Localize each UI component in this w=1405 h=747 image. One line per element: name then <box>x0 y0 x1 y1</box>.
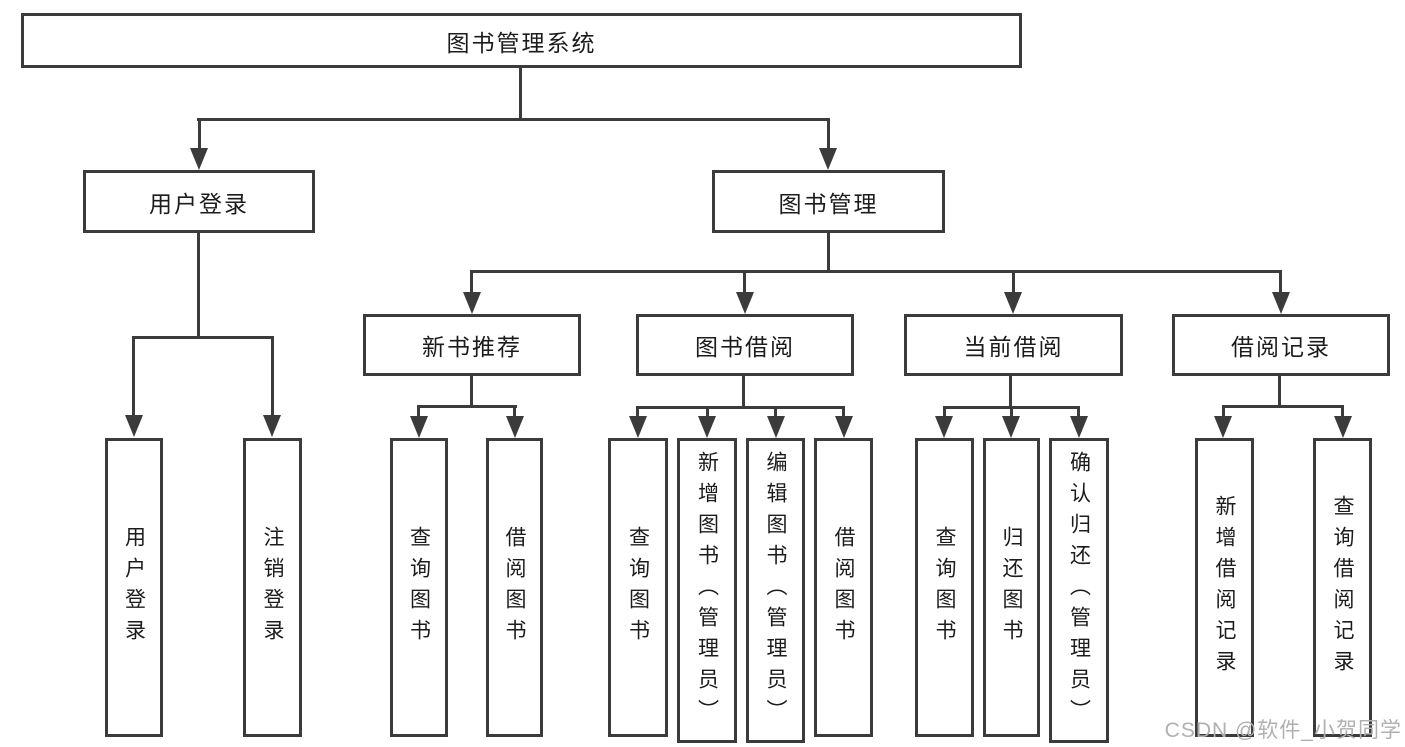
connector-line <box>636 406 639 416</box>
node-leaf-user-login-label: 用户登录 <box>122 525 146 650</box>
node-leaf-newbook-borrow: 借阅图书 <box>486 438 543 737</box>
arrow-down-icon <box>1214 416 1232 438</box>
node-leaf-newbook-borrow-label: 借阅图书 <box>503 525 526 650</box>
node-leaf-borrow-borrow: 借阅图书 <box>814 438 873 737</box>
watermark: CSDN @软件_小贺同学 <box>1164 719 1402 742</box>
node-leaf-borrow-query: 查询图书 <box>608 438 668 737</box>
node-leaf-newbook-query: 查询图书 <box>390 438 448 737</box>
node-leaf-borrow-add: 新增图书（管理员） <box>677 438 737 743</box>
connector-line <box>271 336 274 415</box>
connector-line <box>636 406 845 409</box>
node-leaf-record-query: 查询借阅记录 <box>1313 438 1372 737</box>
node-leaf-newbook-query-label: 查询图书 <box>407 525 431 650</box>
connector-line <box>943 406 946 416</box>
node-leaf-record-query-label: 查询借阅记录 <box>1331 494 1354 681</box>
arrow-down-icon <box>819 148 837 170</box>
arrow-down-icon <box>935 416 953 438</box>
connector-line <box>743 270 746 292</box>
connector-line <box>742 376 745 408</box>
connector-line <box>471 270 1282 273</box>
arrow-down-icon <box>506 416 524 438</box>
connector-line <box>470 270 473 292</box>
node-book-borrow: 图书借阅 <box>636 314 854 376</box>
node-leaf-borrow-edit: 编辑图书（管理员） <box>746 438 805 743</box>
arrow-down-icon <box>410 416 428 438</box>
connector-line <box>1279 270 1282 292</box>
arrow-down-icon <box>835 416 853 438</box>
node-leaf-current-query-label: 查询图书 <box>933 525 956 650</box>
connector-line <box>1077 406 1080 416</box>
node-book-borrow-label: 图书借阅 <box>695 334 795 360</box>
node-leaf-current-confirm: 确认归还（管理员） <box>1049 438 1109 743</box>
arrow-down-icon <box>1272 292 1290 314</box>
connector-line <box>519 68 522 121</box>
node-leaf-borrow-query-label: 查询图书 <box>626 525 650 650</box>
node-leaf-current-return: 归还图书 <box>983 438 1040 737</box>
node-leaf-borrow-borrow-label: 借阅图书 <box>832 525 855 650</box>
node-new-book-recommend: 新书推荐 <box>363 314 581 376</box>
connector-line <box>842 406 845 416</box>
node-leaf-logout: 注销登录 <box>243 438 302 737</box>
arrow-down-icon <box>1334 416 1352 438</box>
connector-line <box>197 118 830 121</box>
connector-line <box>417 405 420 416</box>
connector-line <box>513 405 516 416</box>
node-new-book-recommend-label: 新书推荐 <box>422 334 522 360</box>
arrow-down-icon <box>125 415 143 437</box>
arrow-down-icon <box>629 416 647 438</box>
node-book-management-label: 图书管理 <box>778 190 879 217</box>
node-leaf-current-confirm-label: 确认归还（管理员） <box>1067 451 1091 730</box>
connector-line <box>1009 376 1012 408</box>
connector-line <box>706 406 709 416</box>
arrow-down-icon <box>698 416 716 438</box>
node-root-label: 图书管理系统 <box>446 29 597 56</box>
node-leaf-logout-label: 注销登录 <box>261 525 284 650</box>
node-user-login: 用户登录 <box>83 170 315 233</box>
node-borrow-records: 借阅记录 <box>1172 314 1390 376</box>
node-leaf-current-return-label: 归还图书 <box>1000 525 1023 650</box>
node-leaf-user-login: 用户登录 <box>105 438 163 737</box>
connector-line <box>132 336 135 415</box>
arrow-down-icon <box>263 415 281 437</box>
arrow-down-icon <box>767 416 785 438</box>
connector-line <box>1278 376 1281 407</box>
node-leaf-record-add-label: 新增借阅记录 <box>1213 494 1236 681</box>
arrow-down-icon <box>463 292 481 314</box>
node-leaf-current-query: 查询图书 <box>915 438 974 737</box>
connector-line <box>417 405 517 408</box>
connector-line <box>1222 405 1343 408</box>
connector-line <box>197 233 200 338</box>
connector-line <box>1010 406 1013 416</box>
connector-line <box>132 336 274 339</box>
arrow-down-icon <box>1002 416 1020 438</box>
node-leaf-borrow-add-label: 新增图书（管理员） <box>695 451 719 730</box>
arrow-down-icon <box>190 148 208 170</box>
node-leaf-borrow-edit-label: 编辑图书（管理员） <box>764 451 787 730</box>
node-root: 图书管理系统 <box>21 13 1022 68</box>
arrow-down-icon <box>1004 292 1022 314</box>
connector-line <box>774 406 777 416</box>
connector-line <box>470 376 473 407</box>
node-current-borrow: 当前借阅 <box>904 314 1123 376</box>
node-current-borrow-label: 当前借阅 <box>963 334 1064 360</box>
connector-line <box>827 118 830 148</box>
connector-line <box>1341 405 1344 416</box>
connector-line <box>198 118 201 148</box>
connector-line <box>1012 270 1015 292</box>
arrow-down-icon <box>1070 416 1088 438</box>
node-book-management: 图书管理 <box>712 170 945 233</box>
arrow-down-icon <box>736 292 754 314</box>
node-leaf-record-add: 新增借阅记录 <box>1195 438 1254 737</box>
node-borrow-records-label: 借阅记录 <box>1231 334 1331 360</box>
connector-line <box>827 233 830 272</box>
node-user-login-label: 用户登录 <box>149 190 249 217</box>
connector-line <box>1222 405 1225 416</box>
